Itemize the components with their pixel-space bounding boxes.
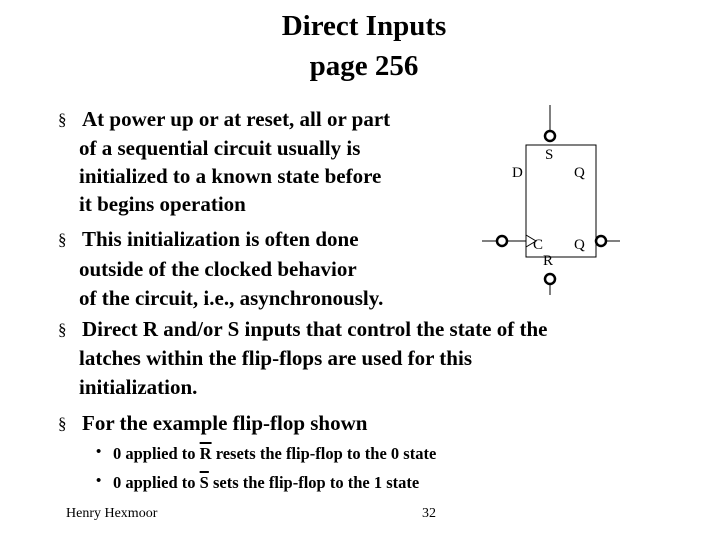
bullet-3-line-3: initialization. [79, 375, 198, 399]
flip-flop-box [525, 144, 597, 258]
flip-flop-diagram: S D Q C Q R [482, 105, 620, 295]
sub-bullet-1: 0 applied to R resets the flip-flop to t… [113, 443, 436, 465]
bullet-marker-icon: § [58, 320, 67, 339]
s-inversion-bubble-icon [543, 129, 557, 143]
footer-page-number: 32 [422, 506, 436, 521]
bullet-marker-icon: § [58, 110, 67, 129]
bullet-2-line-3: of the circuit, i.e., asynchronously. [79, 286, 384, 310]
q-label: Q [574, 165, 585, 181]
d-label: D [512, 165, 523, 181]
bullet-3-line-2: latches within the flip-flops are used f… [79, 346, 472, 370]
bullet-marker-icon: § [58, 230, 67, 249]
sub-bullet-2-after: sets the flip-flop to the 1 state [208, 473, 420, 492]
bullet-1-line-1: At power up or at reset, all or part [82, 107, 391, 131]
slide-title-line-2: page 256 [309, 50, 419, 82]
sub-bullet-2-signal: S [199, 473, 209, 492]
bullet-1-line-4: it begins operation [79, 192, 246, 216]
c-label: C [533, 237, 543, 253]
bullet-1-line-2: of a sequential circuit usually is [79, 136, 361, 160]
bullet-1-line-3: initialized to a known state before [79, 164, 382, 188]
bullet-2-line-1: This initialization is often done [82, 227, 359, 251]
sub-bullet-1-after: resets the flip-flop to the 0 state [211, 444, 437, 463]
sub-bullet-2: 0 applied to S sets the flip-flop to the… [113, 472, 419, 494]
footer-author: Henry Hexmoor [66, 506, 158, 521]
sub-bullet-1-before: 0 applied to [113, 444, 200, 463]
r-inversion-bubble-icon [543, 272, 557, 286]
sub-bullet-1-signal: R [199, 444, 212, 463]
r-label: R [543, 253, 553, 269]
qbar-label: Q [574, 237, 585, 253]
bullet-3-line-1: Direct R and/or S inputs that control th… [82, 317, 548, 341]
bullet-4-line-1: For the example flip-flop shown [82, 411, 368, 435]
bullet-marker-icon: § [58, 414, 67, 433]
bullet-2-line-2: outside of the clocked behavior [79, 257, 357, 281]
s-label: S [545, 147, 553, 163]
clock-triangle-icon [525, 234, 537, 248]
qbar-inversion-bubble-icon [594, 234, 608, 248]
sub-bullet-2-before: 0 applied to [113, 473, 200, 492]
c-input-pin-icon [495, 234, 509, 248]
sub-bullet-dot-icon: • [96, 473, 102, 489]
slide-title-line-1: Direct Inputs [281, 10, 447, 42]
sub-bullet-dot-icon: • [96, 444, 102, 460]
